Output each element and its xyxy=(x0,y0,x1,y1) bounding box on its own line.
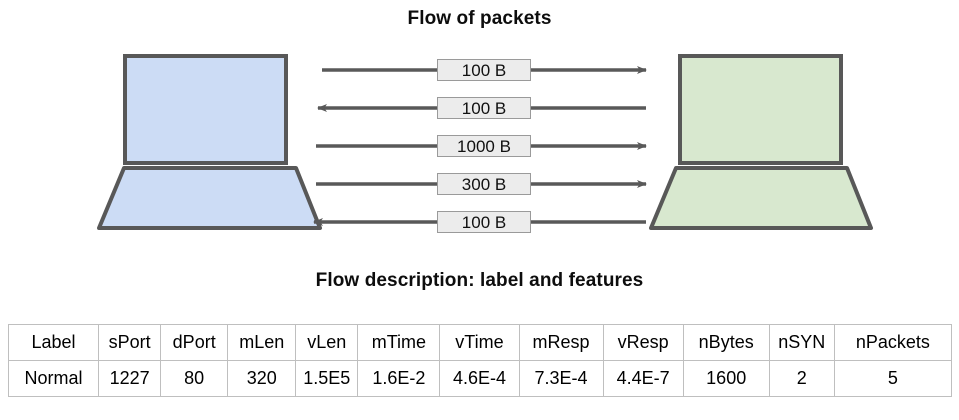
flow-feature-table: Label sPort dPort mLen vLen mTime vTime … xyxy=(7,324,953,397)
table-row: Normal 1227 80 320 1.5E5 1.6E-2 4.6E-4 7… xyxy=(7,360,953,397)
cell-vtime: 4.6E-4 xyxy=(439,360,520,397)
section-title-flow-description: Flow description: label and features xyxy=(315,270,644,291)
cell-mtime: 1.6E-2 xyxy=(357,360,441,397)
column-header-nsyn: nSYN xyxy=(768,324,835,361)
page-title-flow-of-packets: Flow of packets xyxy=(407,8,552,29)
cell-mresp: 7.3E-4 xyxy=(518,360,604,397)
cell-vlen: 1.5E5 xyxy=(295,360,359,397)
column-header-vresp: vResp xyxy=(602,324,684,361)
cell-nbytes: 1600 xyxy=(682,360,770,397)
packet-label-4: 300 B xyxy=(437,173,531,195)
column-header-nbytes: nBytes xyxy=(682,324,770,361)
column-header-mtime: mTime xyxy=(357,324,441,361)
column-header-dport: dPort xyxy=(160,324,229,361)
cell-dport: 80 xyxy=(160,360,229,397)
column-header-label: Label xyxy=(7,324,100,361)
cell-npackets: 5 xyxy=(833,360,953,397)
cell-nsyn: 2 xyxy=(768,360,835,397)
packet-label-2: 100 B xyxy=(437,97,531,119)
table-header-row: Label sPort dPort mLen vLen mTime vTime … xyxy=(7,324,953,361)
column-header-sport: sPort xyxy=(98,324,162,361)
server-laptop xyxy=(649,54,873,230)
column-header-vlen: vLen xyxy=(295,324,359,361)
column-header-mlen: mLen xyxy=(227,324,297,361)
cell-vresp: 4.4E-7 xyxy=(602,360,684,397)
client-laptop-base xyxy=(97,166,322,230)
cell-sport: 1227 xyxy=(98,360,162,397)
cell-mlen: 320 xyxy=(227,360,297,397)
packet-label-5: 100 B xyxy=(437,211,531,233)
column-header-vtime: vTime xyxy=(439,324,520,361)
server-laptop-base xyxy=(649,166,873,230)
client-laptop-screen xyxy=(123,54,288,165)
client-laptop xyxy=(97,54,322,230)
server-laptop-screen xyxy=(678,54,843,165)
packet-label-3: 1000 B xyxy=(437,135,531,157)
packet-label-1: 100 B xyxy=(437,59,531,81)
column-header-mresp: mResp xyxy=(518,324,604,361)
cell-label: Normal xyxy=(7,360,100,397)
column-header-npackets: nPackets xyxy=(833,324,953,361)
